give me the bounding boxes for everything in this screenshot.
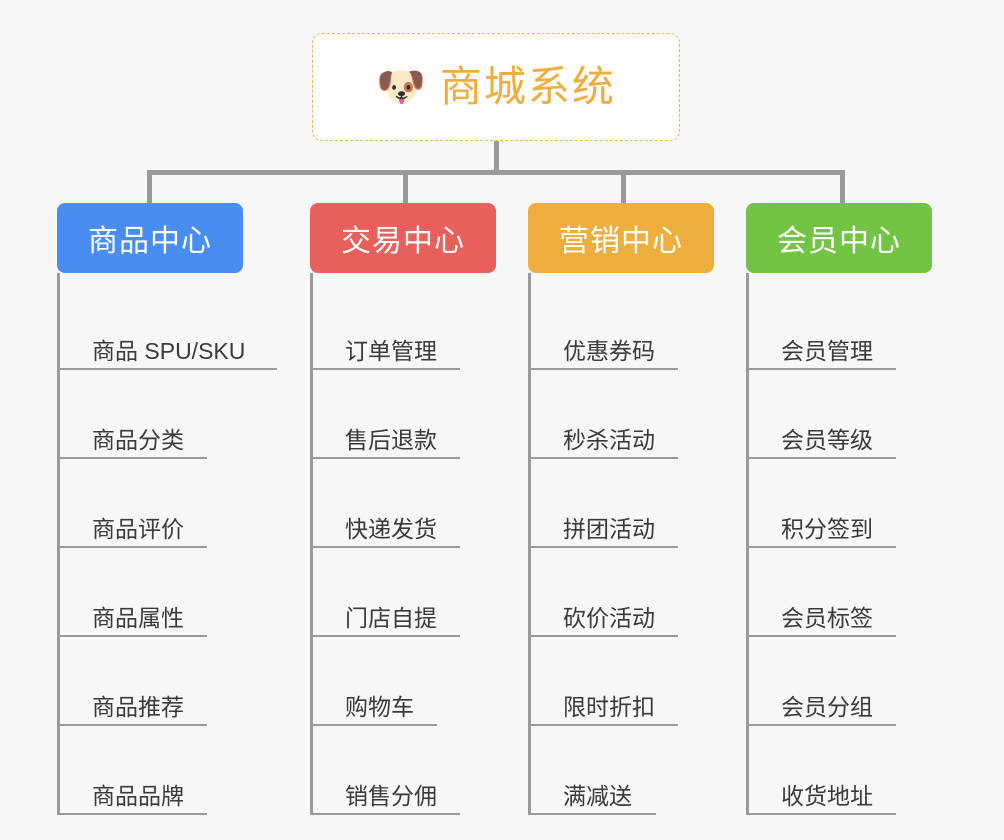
sub-item-label: 会员标签 [781, 605, 873, 631]
sub-item-label: 商品推荐 [92, 694, 184, 720]
sub-item-member-2[interactable]: 会员等级 [746, 370, 932, 459]
sub-item-label: 秒杀活动 [563, 427, 655, 453]
sub-item-member-5[interactable]: 会员分组 [746, 637, 932, 726]
sub-item-label: 积分签到 [781, 516, 873, 542]
sub-item-underline [746, 724, 896, 726]
sub-item-underline [528, 546, 678, 548]
sub-item-label: 满减送 [563, 783, 632, 809]
spine-member [746, 273, 749, 815]
sub-item-label: 砍价活动 [563, 605, 655, 631]
spine-marketing [528, 273, 531, 815]
sub-item-label: 会员管理 [781, 338, 873, 364]
sub-item-member-3[interactable]: 积分签到 [746, 459, 932, 548]
sub-item-underline [746, 813, 896, 815]
sub-item-product-6[interactable]: 商品品牌 [57, 726, 243, 815]
sub-item-underline [528, 724, 678, 726]
connector-drop-3 [621, 170, 626, 204]
sub-item-label: 商品品牌 [92, 783, 184, 809]
sub-item-marketing-1[interactable]: 优惠券码 [528, 281, 714, 370]
sub-item-label: 快递发货 [345, 516, 437, 542]
root-node-title: 商城系统 [439, 63, 616, 110]
dog-face-icon: 🐶 [376, 65, 426, 109]
sub-item-underline [528, 368, 678, 370]
sub-item-label: 商品属性 [92, 605, 184, 631]
sub-item-marketing-4[interactable]: 砍价活动 [528, 548, 714, 637]
sub-item-label: 商品评价 [92, 516, 184, 542]
sub-item-label: 限时折扣 [563, 694, 655, 720]
connector-root-stem [494, 141, 499, 174]
sub-item-label: 商品 SPU/SKU [92, 338, 246, 364]
connector-horizontal-bus [147, 170, 845, 175]
sub-item-underline [57, 368, 277, 370]
sub-item-label: 商品分类 [92, 427, 184, 453]
category-box-trade[interactable]: 交易中心 [310, 203, 496, 273]
sub-item-label: 会员等级 [781, 427, 873, 453]
sub-item-underline [310, 635, 460, 637]
sub-item-trade-2[interactable]: 售后退款 [310, 370, 496, 459]
category-column-trade: 交易中心 订单管理 售后退款 快递发货 门店自提 购物车 [310, 203, 496, 815]
sub-item-underline [57, 546, 207, 548]
sub-item-underline [57, 724, 207, 726]
root-node-shopping-mall-system[interactable]: 🐶 商城系统 [312, 33, 680, 141]
spine-product [57, 273, 60, 815]
sub-item-label: 门店自提 [345, 605, 437, 631]
sub-item-marketing-2[interactable]: 秒杀活动 [528, 370, 714, 459]
sub-item-underline [310, 813, 460, 815]
sub-item-underline [746, 457, 896, 459]
sub-item-product-5[interactable]: 商品推荐 [57, 637, 243, 726]
sub-item-trade-3[interactable]: 快递发货 [310, 459, 496, 548]
sub-item-product-4[interactable]: 商品属性 [57, 548, 243, 637]
sub-item-marketing-6[interactable]: 满减送 [528, 726, 714, 815]
sub-item-list-product: 商品 SPU/SKU 商品分类 商品评价 商品属性 商品推荐 商品品牌 [57, 273, 277, 815]
sub-item-underline [746, 368, 896, 370]
sub-item-trade-5[interactable]: 购物车 [310, 637, 496, 726]
sub-item-trade-1[interactable]: 订单管理 [310, 281, 496, 370]
sub-item-underline [746, 546, 896, 548]
sub-item-product-2[interactable]: 商品分类 [57, 370, 243, 459]
sub-item-underline [528, 457, 678, 459]
category-column-marketing: 营销中心 优惠券码 秒杀活动 拼团活动 砍价活动 限时折扣 [528, 203, 714, 815]
category-box-member[interactable]: 会员中心 [746, 203, 932, 273]
sub-item-label: 优惠券码 [563, 338, 655, 364]
sub-item-label: 会员分组 [781, 694, 873, 720]
sub-item-list-trade: 订单管理 售后退款 快递发货 门店自提 购物车 销售分佣 [310, 273, 496, 815]
sub-item-trade-4[interactable]: 门店自提 [310, 548, 496, 637]
sub-item-underline [57, 635, 207, 637]
sub-item-underline [528, 635, 678, 637]
sub-item-product-3[interactable]: 商品评价 [57, 459, 243, 548]
sub-item-underline [310, 457, 460, 459]
connector-drop-4 [840, 170, 845, 204]
sub-item-list-member: 会员管理 会员等级 积分签到 会员标签 会员分组 收货地址 [746, 273, 932, 815]
sub-item-label: 拼团活动 [563, 516, 655, 542]
sub-item-label: 购物车 [345, 694, 414, 720]
category-column-member: 会员中心 会员管理 会员等级 积分签到 会员标签 会员分组 [746, 203, 932, 815]
sub-item-underline [528, 813, 656, 815]
sub-item-member-1[interactable]: 会员管理 [746, 281, 932, 370]
category-box-product[interactable]: 商品中心 [57, 203, 243, 273]
sub-item-underline [746, 635, 896, 637]
sub-item-underline [57, 457, 207, 459]
sub-item-member-4[interactable]: 会员标签 [746, 548, 932, 637]
sub-item-label: 收货地址 [781, 783, 873, 809]
sub-item-product-1[interactable]: 商品 SPU/SKU [57, 281, 277, 370]
sub-item-marketing-5[interactable]: 限时折扣 [528, 637, 714, 726]
spine-trade [310, 273, 313, 815]
sub-item-list-marketing: 优惠券码 秒杀活动 拼团活动 砍价活动 限时折扣 满减送 [528, 273, 714, 815]
sub-item-trade-6[interactable]: 销售分佣 [310, 726, 496, 815]
sub-item-underline [310, 546, 460, 548]
sub-item-label: 订单管理 [345, 338, 437, 364]
sub-item-label: 售后退款 [345, 427, 437, 453]
sub-item-underline [310, 368, 460, 370]
category-column-product: 商品中心 商品 SPU/SKU 商品分类 商品评价 商品属性 商品推荐 [57, 203, 277, 815]
connector-drop-2 [403, 170, 408, 204]
sub-item-marketing-3[interactable]: 拼团活动 [528, 459, 714, 548]
sub-item-label: 销售分佣 [345, 783, 437, 809]
category-box-marketing[interactable]: 营销中心 [528, 203, 714, 273]
connector-drop-1 [147, 170, 152, 204]
sub-item-underline [310, 724, 437, 726]
sub-item-member-6[interactable]: 收货地址 [746, 726, 932, 815]
sub-item-underline [57, 813, 207, 815]
